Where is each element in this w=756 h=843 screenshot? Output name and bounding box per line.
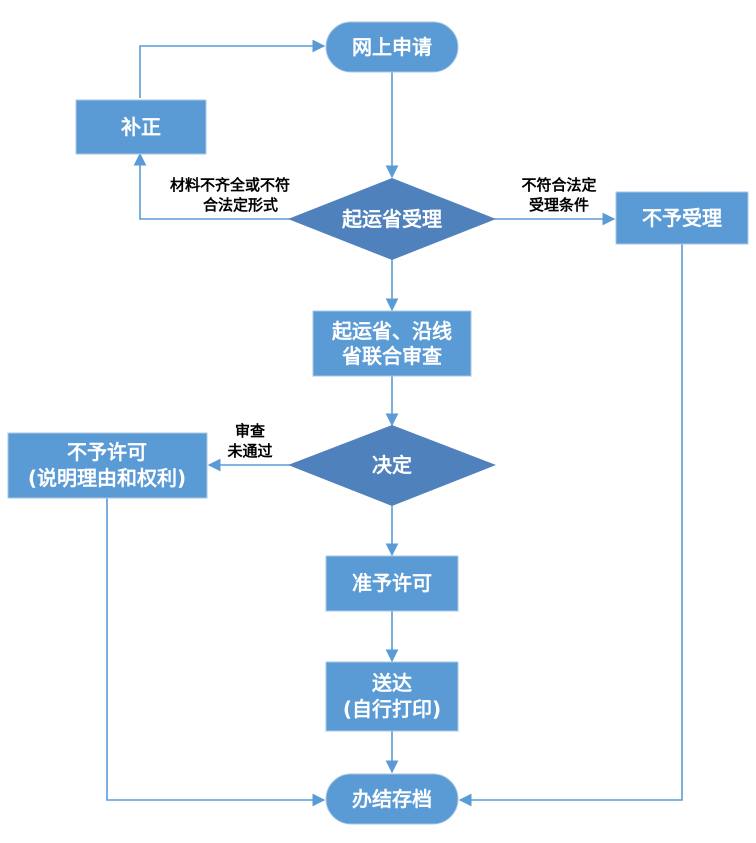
node-apply-online: 网上申请 xyxy=(325,21,459,73)
node-archive: 办结存档 xyxy=(325,773,459,825)
edge-label-incomplete: 材料不齐全或不符 合法定形式 xyxy=(170,176,290,214)
edge-label-incomplete-line2: 合法定形式 xyxy=(202,196,278,214)
node-supplement: 补正 xyxy=(75,99,207,155)
node-deliver-label-2: (自行打印) xyxy=(343,697,441,721)
edge-deny-to-archive xyxy=(106,498,326,807)
node-deny-permit-label-1: 不予许可 xyxy=(67,440,147,464)
edge-label-not-qualified-line2: 受理条件 xyxy=(529,196,589,214)
edge-label-review-failed-line2: 未通过 xyxy=(226,442,272,460)
node-grant-permit: 准予许可 xyxy=(325,555,459,612)
edges xyxy=(106,39,683,807)
node-decision: 决定 xyxy=(288,425,496,506)
node-archive-label: 办结存档 xyxy=(352,787,432,811)
edge-accept-to-supplement xyxy=(133,152,290,220)
node-origin-accept-label: 起运省受理 xyxy=(341,207,442,231)
edge-label-not-qualified-line1: 不符合法定 xyxy=(521,176,596,194)
node-joint-review: 起运省、沿线 省联合审查 xyxy=(312,310,472,377)
node-deny-permit-label-2: (说明理由和权利) xyxy=(28,466,186,490)
node-reject-accept-label: 不予受理 xyxy=(642,206,722,230)
node-deny-permit: 不予许可 (说明理由和权利) xyxy=(7,432,208,499)
node-apply-online-label: 网上申请 xyxy=(352,35,432,59)
node-deliver: 送达 (自行打印) xyxy=(325,661,459,732)
node-reject-accept: 不予受理 xyxy=(615,191,749,245)
edge-label-incomplete-line1: 材料不齐全或不符 xyxy=(170,176,290,194)
node-decision-label: 决定 xyxy=(372,453,412,477)
edge-label-not-qualified: 不符合法定 受理条件 xyxy=(521,176,596,214)
edge-label-review-failed: 审查 未通过 xyxy=(226,422,272,460)
node-origin-accept: 起运省受理 xyxy=(288,178,496,260)
node-joint-review-label-1: 起运省、沿线 xyxy=(331,319,452,343)
edge-supplement-to-apply xyxy=(139,39,326,98)
node-supplement-label: 补正 xyxy=(120,115,161,139)
node-grant-permit-label: 准予许可 xyxy=(352,571,432,595)
node-deliver-label-1: 送达 xyxy=(372,671,412,695)
edge-label-review-failed-line1: 审查 xyxy=(235,422,266,440)
edge-reject-to-archive xyxy=(458,244,683,807)
node-joint-review-label-2: 省联合审查 xyxy=(341,344,442,368)
